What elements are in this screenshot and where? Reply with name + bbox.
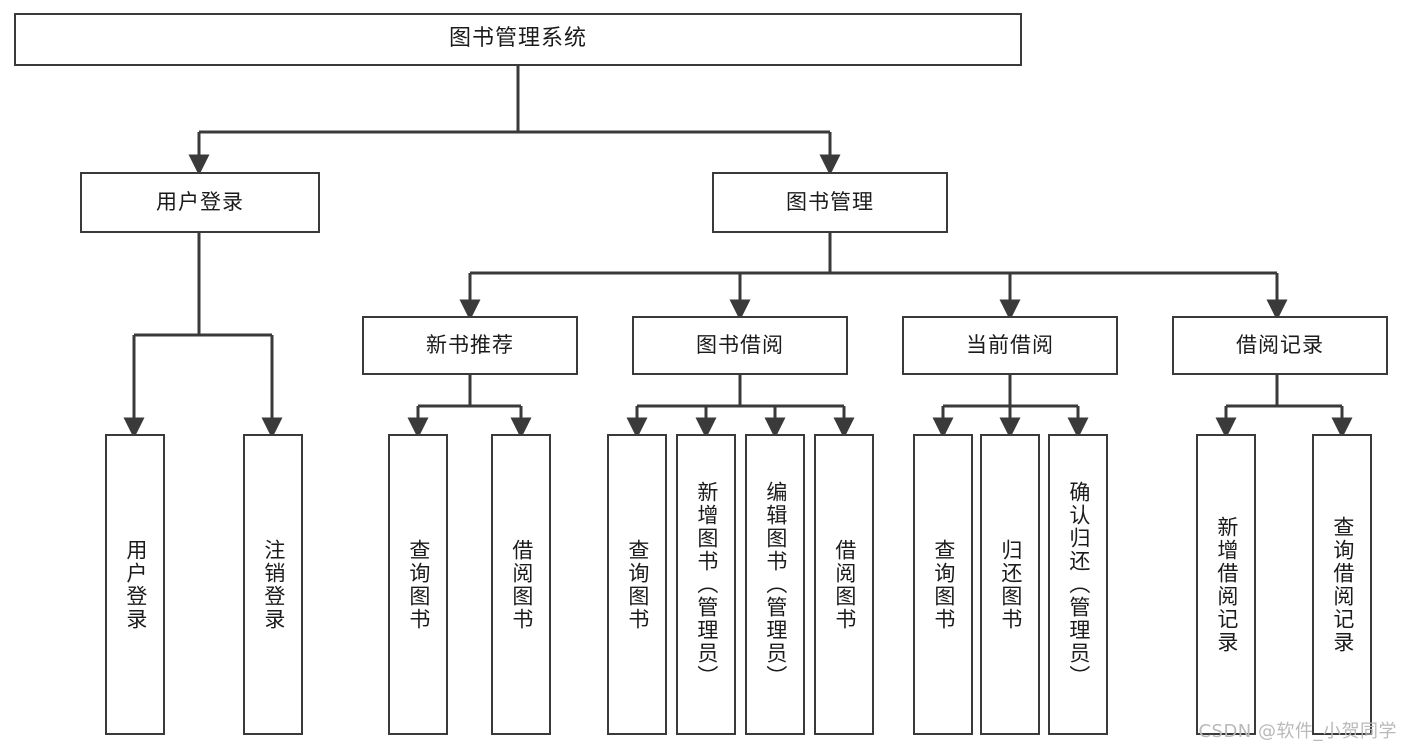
- node-borrow-record[interactable]: 借阅记录: [1172, 316, 1388, 375]
- node-label: 新增借阅记录: [1214, 515, 1239, 654]
- leaf-book-borrow-add-book-admin[interactable]: 新增图书（管理员）: [676, 434, 736, 735]
- node-label: 注销登录: [261, 538, 286, 631]
- leaf-borrow-record-query-record[interactable]: 查询借阅记录: [1312, 434, 1372, 735]
- node-label: 查询图书: [406, 538, 431, 631]
- node-label: 确认归还（管理员）: [1066, 481, 1091, 688]
- leaf-current-borrow-query-book[interactable]: 查询图书: [913, 434, 973, 735]
- node-label: 查询图书: [931, 538, 956, 631]
- node-label: 用户登录: [123, 538, 148, 631]
- node-label: 借阅图书: [509, 538, 534, 631]
- watermark-text: CSDN @软件_小贺同学: [1198, 721, 1397, 742]
- node-label: 新增图书（管理员）: [694, 481, 719, 688]
- node-root-book-management-system[interactable]: 图书管理系统: [14, 13, 1022, 66]
- node-label: 借阅图书: [832, 538, 857, 631]
- leaf-new-book-query-book[interactable]: 查询图书: [388, 434, 448, 735]
- node-label: 图书管理系统: [448, 26, 587, 52]
- node-new-book-recommend[interactable]: 新书推荐: [362, 316, 578, 375]
- node-label: 用户登录: [156, 189, 244, 214]
- node-book-borrow[interactable]: 图书借阅: [632, 316, 848, 375]
- leaf-current-borrow-confirm-return-admin[interactable]: 确认归还（管理员）: [1048, 434, 1108, 735]
- node-book-management[interactable]: 图书管理: [712, 172, 948, 233]
- leaf-current-borrow-return-book[interactable]: 归还图书: [980, 434, 1040, 735]
- node-label: 借阅记录: [1236, 332, 1324, 357]
- node-label: 图书借阅: [696, 332, 784, 357]
- leaf-user-login-logout[interactable]: 注销登录: [243, 434, 303, 735]
- node-label: 当前借阅: [966, 332, 1054, 357]
- node-label: 新书推荐: [426, 332, 514, 357]
- node-current-borrow[interactable]: 当前借阅: [902, 316, 1118, 375]
- node-label: 查询图书: [625, 538, 650, 631]
- node-label: 编辑图书（管理员）: [763, 481, 788, 688]
- node-user-login[interactable]: 用户登录: [80, 172, 320, 233]
- leaf-book-borrow-borrow-book[interactable]: 借阅图书: [814, 434, 874, 735]
- leaf-book-borrow-edit-book-admin[interactable]: 编辑图书（管理员）: [745, 434, 805, 735]
- leaf-new-book-borrow-book[interactable]: 借阅图书: [491, 434, 551, 735]
- node-label: 图书管理: [786, 189, 874, 214]
- node-label: 查询借阅记录: [1330, 515, 1355, 654]
- leaf-book-borrow-query-book[interactable]: 查询图书: [607, 434, 667, 735]
- leaf-user-login-login[interactable]: 用户登录: [105, 434, 165, 735]
- node-label: 归还图书: [998, 538, 1023, 631]
- leaf-borrow-record-add-record[interactable]: 新增借阅记录: [1196, 434, 1256, 735]
